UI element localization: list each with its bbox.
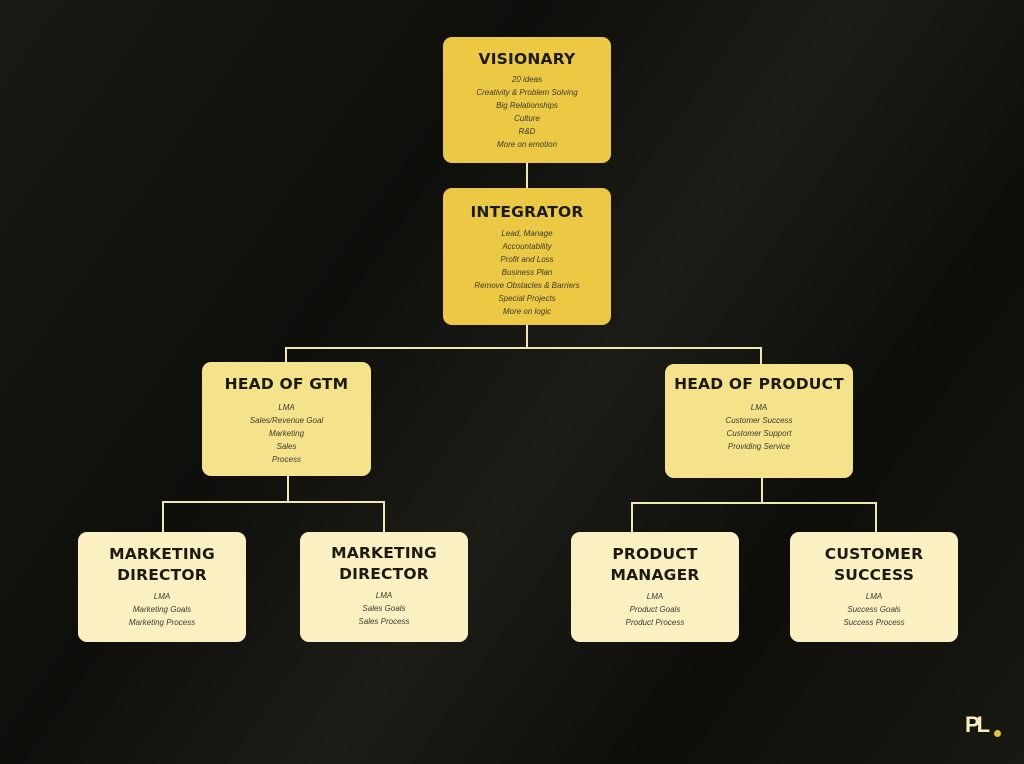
node-item: Sales Goals (362, 604, 406, 613)
node-item: Sales/Revenue Goal (249, 416, 324, 425)
connector (285, 347, 287, 362)
node-item: LMA (750, 403, 768, 412)
node-item: Marketing Process (128, 618, 196, 627)
node-customer-success: CUSTOMER SUCCESS LMA Success Goals Succe… (790, 532, 958, 642)
connector (526, 163, 528, 188)
node-title: INTEGRATOR (470, 203, 584, 221)
connector (760, 347, 762, 364)
node-item: 20 ideas (511, 75, 543, 84)
node-item: Customer Support (726, 429, 792, 438)
node-item: Process (272, 455, 301, 464)
node-item: Product Goals (629, 605, 681, 614)
node-head-of-product: HEAD OF PRODUCT LMA Customer Success Cus… (665, 364, 853, 478)
node-item: LMA (278, 403, 295, 412)
node-item: Culture (514, 114, 540, 123)
node-marketing-director: MARKETING DIRECTOR LMA Marketing Goals M… (78, 532, 246, 642)
connector (631, 502, 877, 504)
node-item: R&D (518, 127, 536, 136)
logo-dot-icon (994, 730, 1001, 737)
connector (526, 325, 528, 349)
connector (631, 502, 633, 532)
node-item: Lead, Manage (501, 229, 553, 238)
node-title: HEAD OF PRODUCT (674, 375, 844, 393)
node-marketing-director-sales: MARKETING DIRECTOR LMA Sales Goals Sales… (300, 532, 468, 642)
node-title: PRODUCT (612, 545, 698, 563)
node-item: LMA (646, 592, 664, 601)
node-item: Big Relationships (496, 101, 558, 110)
node-item: Providing Service (727, 442, 791, 451)
node-title: CUSTOMER (824, 545, 924, 563)
node-item: Marketing Goals (132, 605, 192, 614)
connector (287, 476, 289, 502)
node-item: Customer Success (725, 416, 793, 425)
node-product-manager: PRODUCT MANAGER LMA Product Goals Produc… (571, 532, 739, 642)
node-item: Product Process (625, 618, 685, 627)
node-item: More on emotion (496, 140, 558, 149)
connector (761, 478, 763, 503)
node-item: Profit and Loss (500, 255, 554, 264)
node-item: Business Plan (501, 268, 553, 277)
node-head-of-gtm: HEAD OF GTM LMA Sales/Revenue Goal Marke… (202, 362, 371, 476)
node-item: Accountability (502, 242, 552, 251)
node-item: Success Goals (847, 605, 901, 614)
node-title: VISIONARY (478, 50, 576, 68)
connector (875, 502, 877, 532)
connector (285, 347, 762, 349)
node-visionary: VISIONARY 20 ideas Creativity & Problem … (443, 37, 611, 163)
brand-logo: PL (965, 712, 990, 737)
node-title: MANAGER (610, 566, 700, 584)
connector (162, 501, 164, 532)
connector (162, 501, 385, 503)
node-title: HEAD OF GTM (224, 375, 349, 393)
node-item: Success Process (843, 618, 905, 627)
node-item: Remove Obstacles & Barriers (474, 281, 580, 290)
node-item: Sales Process (358, 617, 410, 626)
node-item: More on logic (502, 307, 552, 316)
node-title: DIRECTOR (339, 565, 429, 583)
node-item: Marketing (268, 429, 305, 438)
node-integrator: INTEGRATOR Lead, Manage Accountability P… (443, 188, 611, 325)
node-item: Creativity & Problem Solving (476, 88, 578, 97)
connector (383, 501, 385, 532)
node-title: DIRECTOR (117, 566, 207, 584)
node-item: LMA (375, 591, 393, 600)
node-title: SUCCESS (833, 566, 915, 584)
node-item: LMA (153, 592, 171, 601)
node-title: MARKETING (109, 545, 215, 563)
node-title: MARKETING (331, 544, 437, 562)
node-item: Sales (276, 442, 297, 451)
node-item: LMA (865, 592, 883, 601)
node-item: Special Projects (498, 294, 556, 303)
